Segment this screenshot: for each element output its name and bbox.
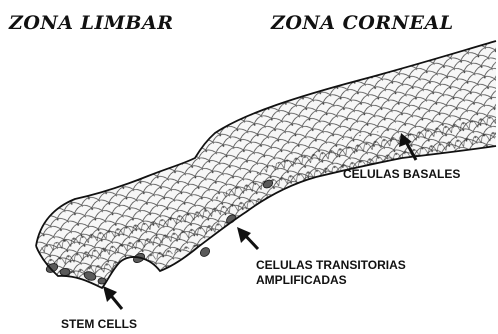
arrow-icon [103, 286, 122, 309]
transit-amplifying-cells-label: CELULAS TRANSITORIAS AMPLIFICADAS [256, 258, 406, 288]
transit-cells-label-line2: AMPLIFICADAS [256, 273, 406, 288]
basal-cells-label: CELULAS BASALES [343, 167, 460, 182]
transit-cells-label-line1: CELULAS TRANSITORIAS [256, 258, 406, 273]
arrow-icon [237, 227, 258, 249]
stem-cells-label: STEM CELLS [61, 317, 137, 332]
